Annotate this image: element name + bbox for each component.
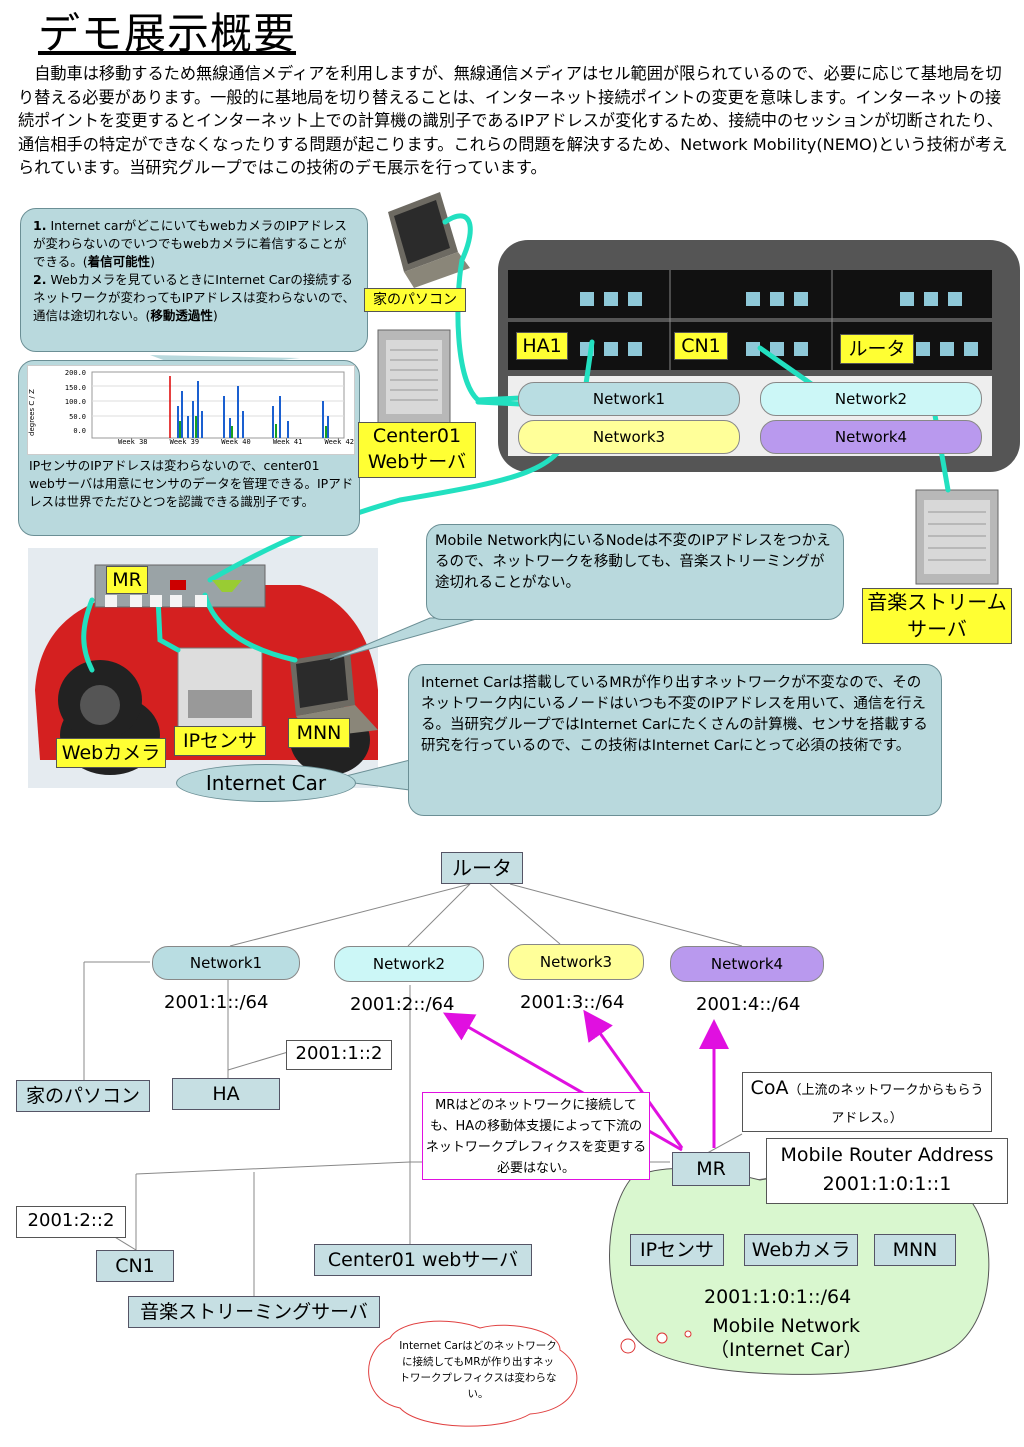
item2-end: ) [212, 308, 218, 323]
diagram-network4: Network4 [670, 946, 824, 982]
mnn-laptop-icon [290, 650, 378, 738]
mobile-network-label: Mobile Network （Internet Car） [710, 1314, 862, 1362]
sensor-caption: IPセンサのIPアドレスは変わらないので、center01 webサーバは用意に… [29, 458, 354, 509]
item2-number: 2. [33, 272, 47, 287]
router-label: ルータ [840, 334, 914, 364]
diagram-cn1: CN1 [96, 1250, 174, 1282]
mr-note: MRはどのネットワークに接続しても、HAの移動体支援によって下流のネットワークプ… [422, 1092, 650, 1180]
cn1-label: CN1 [674, 332, 728, 360]
diagram-network1: Network1 [152, 946, 300, 980]
item2-keyword: 移動透過性 [150, 308, 213, 323]
mr-address-box: Mobile Router Address 2001:1:0:1::1 [766, 1138, 1008, 1204]
item1-text: Internet carがどこにいてもwebカメラのIPアドレスが変わらないので… [33, 218, 347, 269]
center01-label: Center01 Webサーバ [358, 422, 476, 478]
mnn-label: MNN [288, 718, 350, 748]
y-tick: 100.0 [64, 398, 86, 406]
music-server-line2: サーバ [907, 617, 967, 641]
diagram-music-server: 音楽ストリーミングサーバ [128, 1296, 380, 1328]
diagram-webcam: Webカメラ [744, 1234, 858, 1266]
diagram-ha: HA [172, 1078, 280, 1110]
diagram-network3: Network3 [508, 944, 644, 980]
mobile-network-prefix: 2001:1:0:1::/64 [704, 1286, 852, 1308]
item1-end: ) [150, 254, 156, 269]
ip-sensor-icon [177, 647, 263, 729]
coa-label: CoA [750, 1077, 789, 1099]
ha-address: 2001:1::2 [286, 1040, 392, 1070]
item1-number: 1. [33, 218, 47, 233]
y-tick: 0.0 [73, 427, 86, 435]
diagram-router: ルータ [441, 852, 523, 884]
rack-network3: Network3 [518, 420, 740, 454]
x-tick: Week 41 [272, 438, 303, 446]
diagram-network2: Network2 [334, 946, 484, 982]
webcam-label: Webカメラ [56, 738, 166, 768]
diagram-mr: MR [672, 1152, 750, 1186]
sensor-chart-bubble: degrees C / Z 200.0 150.0 100.0 50.0 0.0 [18, 360, 360, 536]
internet-car-label: Internet Car [176, 764, 356, 802]
coa-description: （上流のネットワークからもらうアドレス。） [788, 1083, 984, 1126]
music-server-icon [915, 489, 999, 585]
mr-label: MR [106, 566, 148, 594]
page-title: デモ展示概要 [38, 9, 297, 58]
car-router-ports [105, 580, 242, 607]
mr-address-title: Mobile Router Address [780, 1144, 994, 1166]
ha1-label: HA1 [516, 332, 568, 360]
mr-address-value: 2001:1:0:1::1 [822, 1173, 952, 1195]
center01-server-icon [377, 329, 451, 425]
chart-x-ticks: Week 38 Week 39 Week 40 Week 41 Week 42 [118, 438, 354, 446]
webcam-icon [58, 660, 142, 740]
item1-keyword: 着信可能性 [87, 254, 151, 269]
prefix-network2: 2001:2::/64 [350, 994, 455, 1015]
cloud-note: Internet Carはどのネットワークに接続してもMRが作り出すネットワーク… [399, 1340, 557, 1400]
diagram-center01: Center01 webサーバ [314, 1244, 532, 1276]
x-tick: Week 42 [324, 438, 354, 446]
rack-network2: Network2 [760, 382, 982, 416]
home-pc-icon [388, 192, 470, 288]
y-tick: 200.0 [64, 369, 86, 377]
prefix-network4: 2001:4::/64 [696, 994, 801, 1015]
rack-network1: Network1 [518, 382, 740, 416]
music-server-line1: 音楽ストリーム [867, 590, 1007, 614]
cn1-address: 2001:2::2 [16, 1206, 126, 1238]
item2-text: Webカメラを見ているときにInternet Carの接続するネットワークが変わ… [33, 272, 355, 323]
intro-paragraph: 自動車は移動するため無線通信メディアを利用しますが、無線通信メディアはセル範囲が… [18, 64, 1008, 177]
y-tick: 150.0 [64, 383, 86, 392]
mobile-network-name: Mobile Network [712, 1315, 860, 1337]
music-server-label: 音楽ストリーム サーバ [862, 588, 1012, 644]
sensor-chart: degrees C / Z 200.0 150.0 100.0 50.0 0.0 [27, 365, 355, 455]
center01-name: Center01 [372, 425, 462, 447]
prefix-network1: 2001:1::/64 [164, 992, 269, 1013]
rack-ports [580, 292, 978, 356]
diagram-ip-sensor: IPセンサ [630, 1234, 724, 1266]
internet-car-bubble: Internet Carは搭載しているMRが作り出すネットワークが不変なので、そ… [408, 664, 942, 816]
diagram-home-pc: 家のパソコン [16, 1080, 150, 1112]
feature-bubble: 1. Internet carがどこにいてもwebカメラのIPアドレスが変わらな… [20, 208, 368, 352]
x-tick: Week 39 [169, 438, 200, 446]
chart-y-ticks: 200.0 150.0 100.0 50.0 0.0 [46, 366, 86, 439]
chart-plot [91, 371, 345, 439]
coa-box: CoA（上流のネットワークからもらうアドレス。） [742, 1072, 992, 1132]
home-pc-label: 家のパソコン [364, 288, 466, 312]
x-tick: Week 40 [221, 438, 251, 446]
x-tick: Week 38 [118, 438, 148, 446]
mobile-network-car: （Internet Car） [710, 1339, 863, 1361]
ip-sensor-label: IPセンサ [174, 726, 266, 756]
web-server-name: Webサーバ [367, 451, 467, 473]
mobile-network-bubble: Mobile Network内にいるNodeは不変のIPアドレスをつかえるので、… [426, 524, 844, 620]
y-tick: 50.0 [69, 412, 86, 421]
prefix-network3: 2001:3::/64 [520, 992, 625, 1013]
rack-network4: Network4 [760, 420, 982, 454]
diagram-mnn: MNN [874, 1234, 956, 1266]
